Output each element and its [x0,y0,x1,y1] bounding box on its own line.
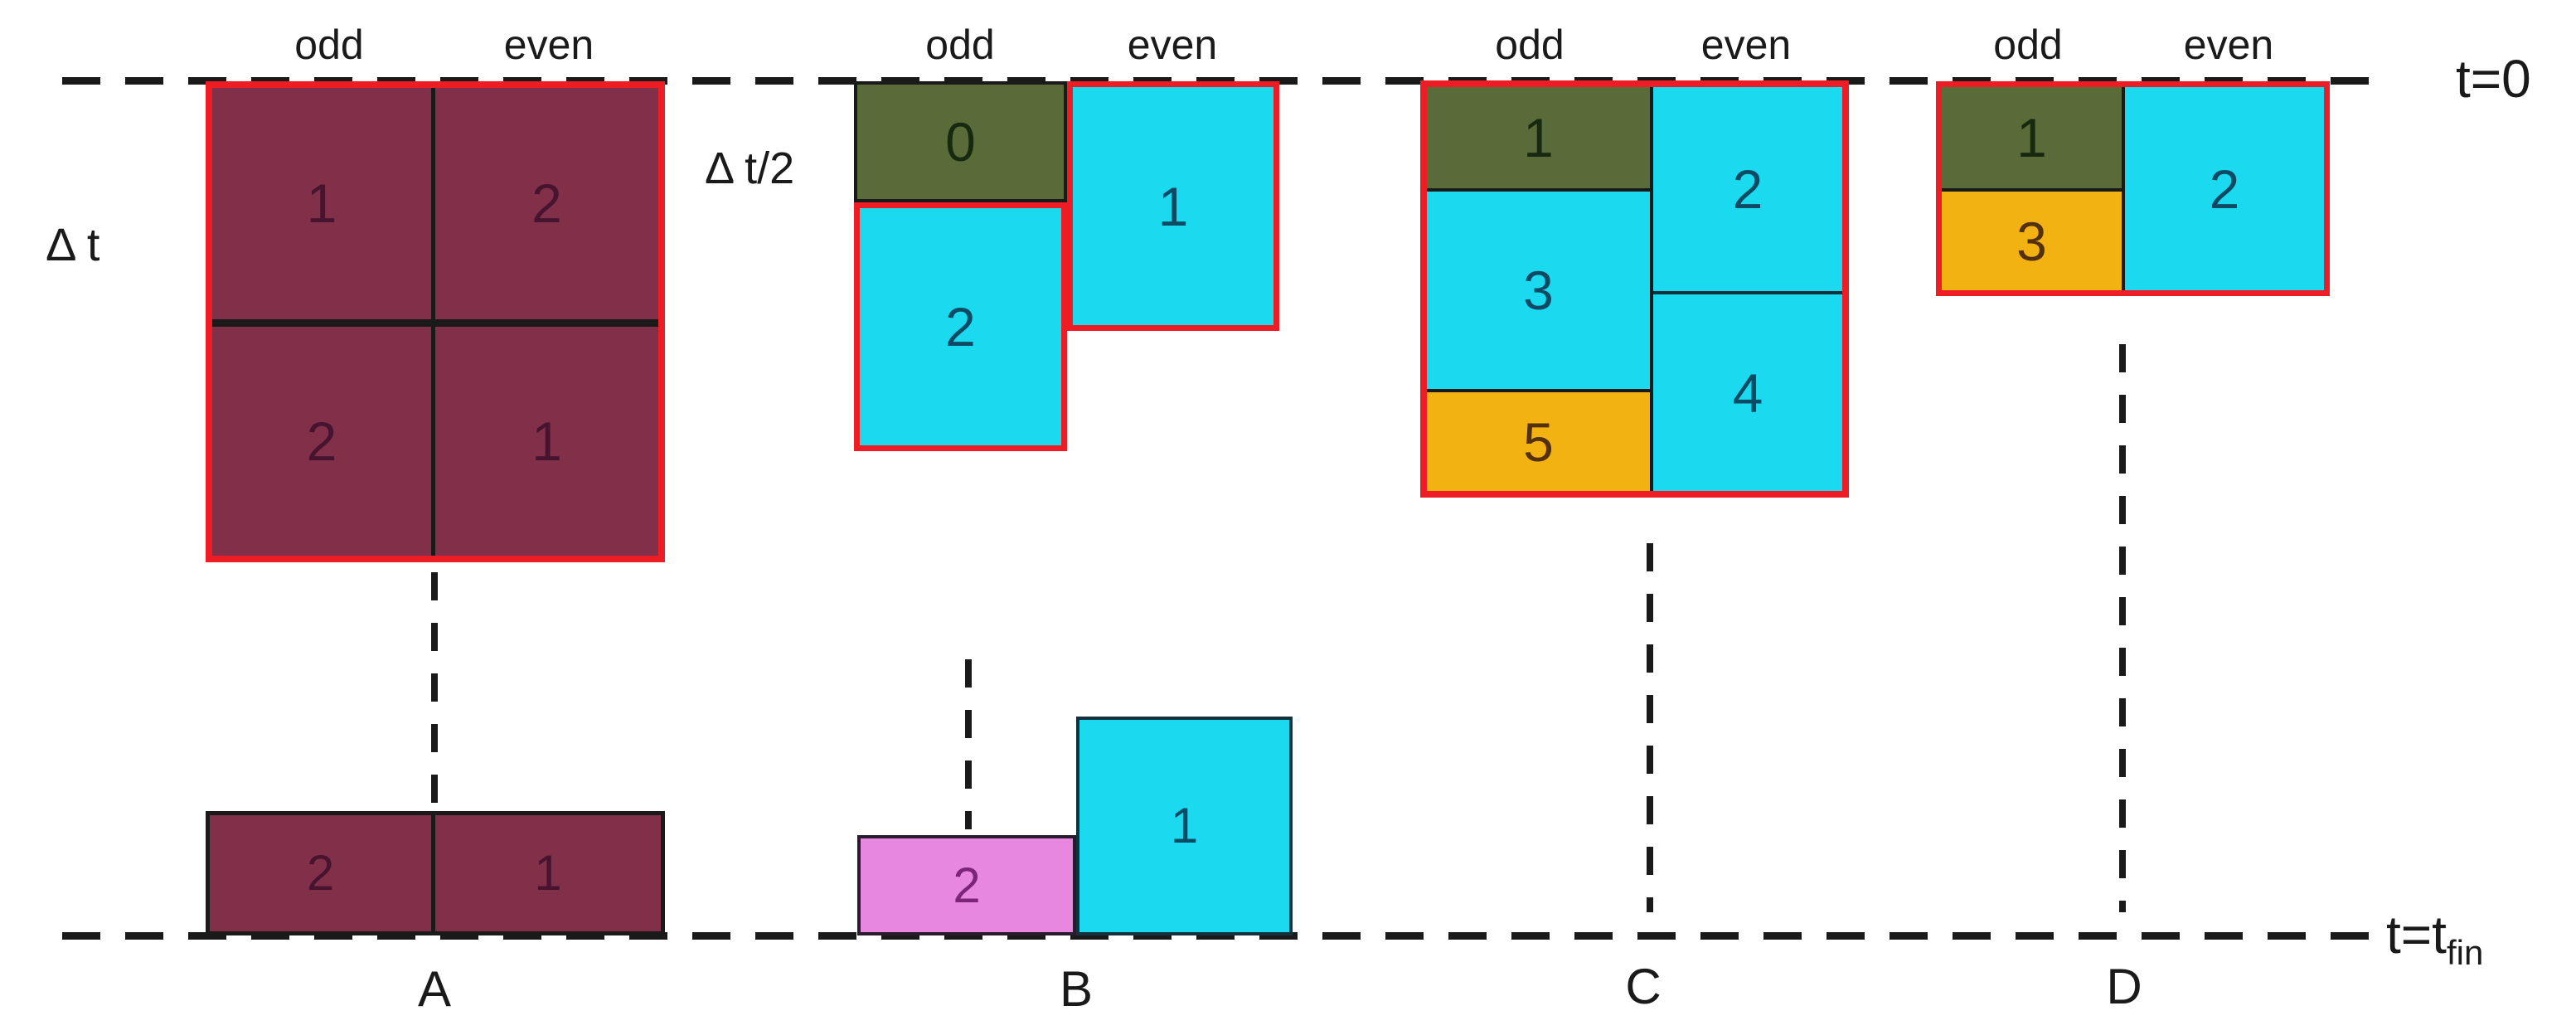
tfin-label-main: t=t [2386,905,2447,965]
panel-c-num-2: 2 [1732,158,1763,220]
panel-a-connector-dashed-line [431,572,438,809]
panel-d-block-1: 1 [1942,87,2122,192]
t0-dashed-line [62,77,2380,85]
panel-b-letter: B [1059,961,1094,1017]
panel-d-num-1: 1 [2016,107,2047,168]
panel-c-num-3: 3 [1523,260,1554,321]
panel-c-block-4: 4 [1653,294,1842,491]
panel-d-top-grid: 1 3 2 [1936,81,2330,296]
panel-c-connector-dashed-line [1647,543,1653,912]
panel-c-num-5: 5 [1523,411,1554,473]
panel-d-num-2: 2 [2209,158,2240,220]
panel-c-even-column: 2 4 [1653,87,1842,491]
panel-c-num-1: 1 [1523,107,1554,168]
panel-c-odd-column: 1 3 5 [1427,87,1653,491]
panel-a-header-even: even [503,22,594,68]
panel-d-block-2: 2 [2125,87,2324,290]
panel-b-num-1: 1 [1157,175,1189,237]
panel-b-num-0: 0 [945,111,976,172]
panel-d-even-column: 2 [2125,87,2324,290]
panel-c-block-5: 5 [1427,392,1650,491]
panel-a-bottom-cell-even: 1 [435,815,661,931]
panel-c-header-odd: odd [1495,22,1565,68]
panel-c-letter: C [1625,959,1662,1014]
panel-b-connector-dashed-line [965,659,972,829]
delta-t-label: Δ t [46,218,100,270]
panel-a-bottom-num-even: 1 [534,845,562,901]
panel-d-num-3: 3 [2016,210,2047,272]
panel-a-num-odd-upper: 1 [306,172,337,235]
panel-b-block-2: 2 [854,202,1067,451]
panel-a-num-odd-lower: 2 [306,410,337,472]
panel-b-num-2: 2 [945,296,976,357]
panel-d-block-3: 3 [1942,192,2122,290]
panel-a-bottom-grid: 2 1 [206,811,665,935]
tfin-dashed-line [62,932,2371,940]
panel-a-cell-even-upper: 2 [435,88,658,327]
panel-a-bottom-cell-odd: 2 [210,815,435,931]
panel-a-num-even-lower: 1 [531,410,562,472]
panel-d-odd-column: 1 3 [1942,87,2125,290]
delta-t-half-label: Δ t/2 [705,143,795,193]
panel-c-num-4: 4 [1732,362,1763,424]
panel-d-connector-dashed-line [2119,344,2126,912]
panel-b-block-1: 1 [1067,81,1279,331]
panel-b-bottom-num-1: 1 [1170,798,1199,853]
panel-a-letter: A [417,961,452,1017]
panel-a-cell-odd-lower: 2 [212,326,435,556]
t0-label: t=0 [2456,49,2531,109]
panel-a-cell-odd-upper: 1 [212,88,435,327]
panel-b-bottom-num-2: 2 [953,857,981,913]
panel-a-top-grid: 1 2 2 1 [206,81,665,562]
panel-b-bottom-block-1: 1 [1076,717,1293,935]
panel-b-block-0: 0 [854,81,1067,202]
panel-b-header-even: even [1127,22,1218,68]
tfin-label: t=tfin [2386,904,2483,973]
panel-d-header-even: even [2183,22,2274,68]
panel-a-header-odd: odd [294,22,364,68]
panel-a-cell-even-lower: 1 [435,327,658,556]
panel-c-header-even: even [1700,22,1792,68]
panel-a-bottom-num-odd: 2 [306,845,335,901]
panel-b-bottom-block-2: 2 [857,835,1076,935]
panel-d-header-odd: odd [1993,22,2063,68]
tfin-label-subscript: fin [2446,932,2484,972]
panel-a-num-even-upper: 2 [531,172,562,235]
panel-c-top-grid: 1 3 5 2 4 [1420,80,1849,498]
panel-c-block-1: 1 [1427,87,1650,192]
panel-b-header-odd: odd [925,22,995,68]
panel-c-block-3: 3 [1427,192,1650,392]
panel-d-letter: D [2106,959,2142,1014]
panel-c-block-2: 2 [1653,87,1842,294]
